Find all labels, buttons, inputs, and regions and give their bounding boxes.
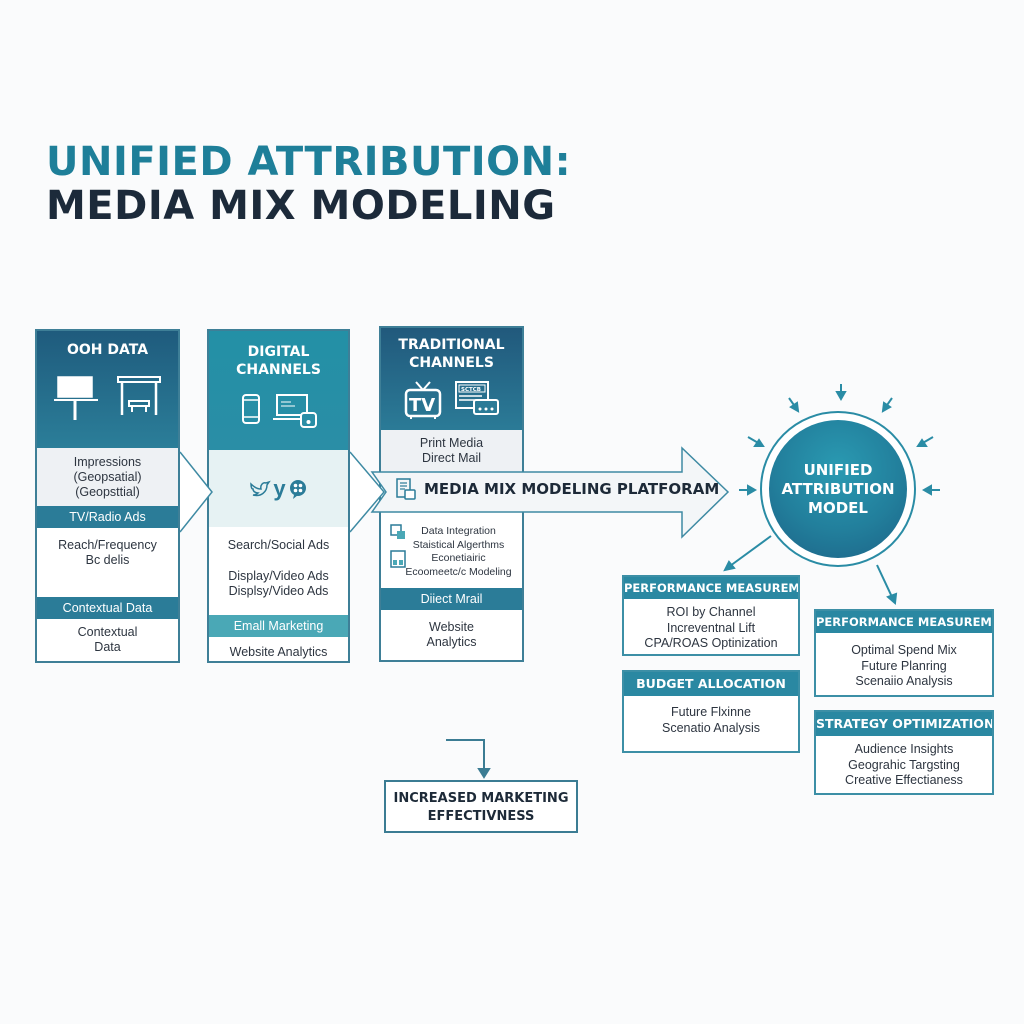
model-line-2: ATTRIBUTION (781, 479, 895, 498)
bus-shelter-icon (116, 376, 161, 415)
svg-text:TV: TV (409, 395, 435, 416)
budget-allocation-box: BUDGET ALLOCATION Future Flxinne Scenati… (622, 670, 800, 753)
digital-heading-1: DIGITAL (247, 344, 310, 360)
platform-label: MEDIA MIX MODELING PLATFORAM (396, 478, 719, 500)
outcome-line-2: EFFECTIVNESS (427, 809, 535, 824)
econometric-icon (390, 550, 406, 568)
billboard-icon (53, 376, 98, 420)
traditional-heading-1: TRADITIONAL (398, 337, 505, 353)
title-line-2: MEDIA MIX MODELING (46, 183, 556, 229)
unified-attribution-model: UNIFIED ATTRIBUTION MODEL (760, 411, 916, 567)
outcome-connector (446, 739, 491, 779)
model-line-1: UNIFIED (803, 460, 873, 479)
direct-mail-band: Diiect Mrail (381, 588, 522, 610)
methods-cell: Data Integration Staistical Algerthms Ec… (381, 516, 522, 588)
data-integration-icon (390, 524, 405, 539)
website-analytics-cell: Website Analytics (229, 645, 328, 659)
reach-frequency-cell: Reach/Frequency Bc delis (58, 538, 157, 567)
website-analytics-cell-traditional: Website Analytics (426, 620, 477, 649)
digital-heading-2: CHANNELS (236, 362, 321, 378)
title-line-1: UNIFIED ATTRIBUTION: (46, 139, 572, 185)
tv-radio-band: TV/Radio Ads (37, 506, 178, 528)
digital-header: DIGITAL CHANNELS (209, 331, 348, 450)
ooh-heading: OOH DATA (66, 342, 149, 358)
strategy-optimization-box: STRATEGY OPTIMIZATION Audience Insights … (814, 710, 994, 795)
box-heading: PERFORMANCE MEASUREMENT (816, 611, 992, 633)
ooh-header: OOH DATA (37, 331, 178, 448)
contextual-data-cell: Contextual Data (77, 625, 138, 654)
impressions-cell: Impressions (Geopsatial) (Geopsttial) (37, 448, 178, 506)
box-heading: BUDGET ALLOCATION (624, 672, 798, 696)
print-media-cell: Print Media Direct Mail (381, 430, 522, 472)
page-title: UNIFIED ATTRIBUTION: MEDIA MIX MODELING (46, 140, 571, 228)
tv-icon: TV (404, 381, 441, 419)
twitter-icon (250, 480, 272, 496)
platform-title: MEDIA MIX MODELING PLATFORAM (424, 480, 720, 498)
ooh-data-column: OOH DATA Impressions (Geopsatial) (Geops… (35, 329, 180, 663)
traditional-heading-2: CHANNELS (409, 355, 494, 371)
contextual-data-band: Contextual Data (37, 597, 178, 619)
box-heading: STRATEGY OPTIMIZATION (816, 712, 992, 736)
digital-channels-column: DIGITAL CHANNELS y (207, 329, 350, 663)
svg-text:SCTCB: SCTCB (461, 387, 481, 393)
outcome-box: INCREASED MARKETING EFFECTIVNESS (384, 780, 578, 833)
smartphone-icon (241, 394, 260, 424)
social-bubble-icon (289, 479, 306, 499)
performance-measurement-box-2: PERFORMANCE MEASUREMENT Optimal Spend Mi… (814, 609, 994, 697)
performance-measurement-box-1: PERFORMANCE MEASUREMENT ROI by Channel I… (622, 575, 800, 656)
traditional-header: TRADITIONAL CHANNELS TV SCTCB (381, 328, 522, 430)
document-icon (396, 478, 416, 500)
box-heading: PERFORMANCE MEASUREMENT (624, 577, 798, 599)
model-line-3: MODEL (808, 498, 868, 517)
newspaper-radio-icon: SCTCB (454, 381, 499, 415)
ads-cell: Search/Social Ads Display/Video Ads Disp… (227, 538, 330, 598)
social-icons-cell: y (209, 450, 348, 527)
vimeo-icon: y (273, 476, 286, 501)
outcome-line-1: INCREASED MARKETING (393, 791, 569, 806)
laptop-icon (272, 394, 317, 428)
email-marketing-band: Emall Marketing (209, 615, 348, 637)
